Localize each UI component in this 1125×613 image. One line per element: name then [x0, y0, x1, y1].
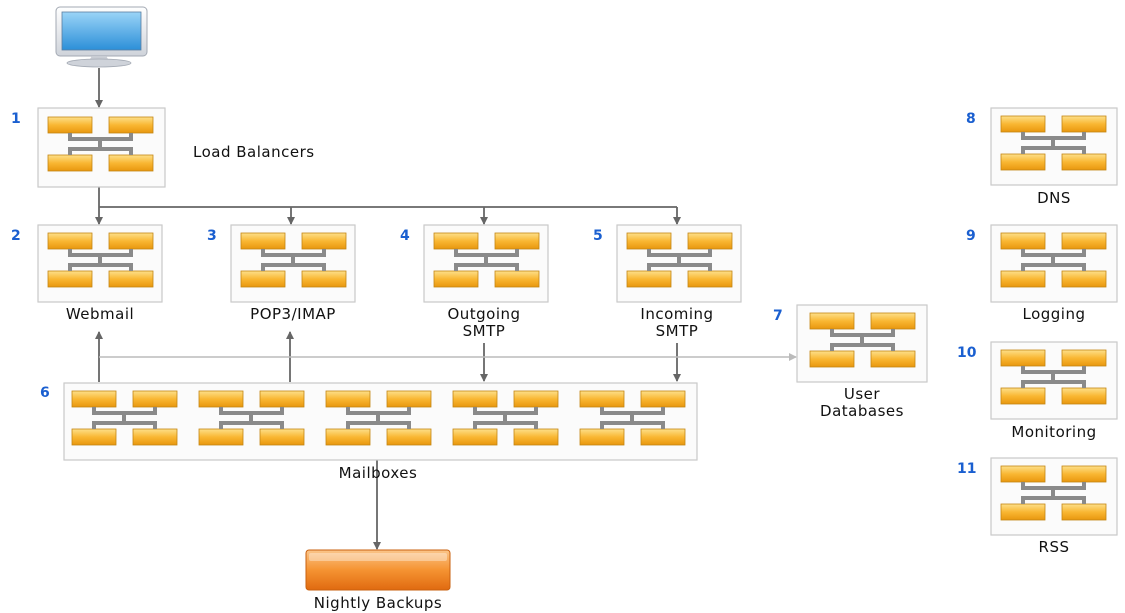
- switch-icon: [325, 390, 432, 446]
- label-load-balancers: Load Balancers: [193, 143, 315, 161]
- label-pop3-imap: POP3/IMAP: [250, 305, 336, 323]
- switch-icon: [1000, 349, 1107, 405]
- switch-icon: [626, 232, 733, 288]
- switch-icon: [1000, 465, 1107, 521]
- label-incoming-smtp-line2: SMTP: [655, 322, 699, 340]
- step-number-11: 11: [957, 461, 977, 477]
- step-number-8: 8: [966, 111, 976, 127]
- nightly-backups-drive-icon: [305, 549, 451, 591]
- label-nightly-backups: Nightly Backups: [313, 594, 443, 612]
- switch-icon: [579, 390, 686, 446]
- switch-icon: [198, 390, 305, 446]
- label-monitoring: Monitoring: [1011, 423, 1097, 441]
- switch-icon: [240, 232, 347, 288]
- step-number-3: 3: [207, 228, 217, 244]
- step-number-2: 2: [11, 228, 21, 244]
- label-dns: DNS: [1037, 189, 1071, 207]
- label-outgoing-smtp-line2: SMTP: [462, 322, 506, 340]
- label-outgoing-smtp-line1: Outgoing: [447, 305, 521, 323]
- step-number-6: 6: [40, 385, 50, 401]
- label-mailboxes: Mailboxes: [338, 464, 418, 482]
- switch-icon: [47, 116, 154, 172]
- label-rss: RSS: [1038, 538, 1070, 556]
- label-user-databases-line2: Databases: [820, 402, 904, 420]
- connectors: [95, 68, 797, 550]
- step-number-9: 9: [966, 228, 976, 244]
- client-monitor-icon: [55, 6, 148, 68]
- switch-icon: [71, 390, 178, 446]
- step-number-7: 7: [773, 308, 783, 324]
- label-user-databases-line1: User: [843, 385, 881, 403]
- step-number-1: 1: [11, 111, 21, 127]
- switch-icon: [809, 312, 916, 368]
- switch-icon: [433, 232, 540, 288]
- step-number-4: 4: [400, 228, 410, 244]
- switch-icon: [1000, 232, 1107, 288]
- switch-icon: [1000, 115, 1107, 171]
- label-logging: Logging: [1022, 305, 1086, 323]
- label-webmail: Webmail: [65, 305, 135, 323]
- switch-icon: [47, 232, 154, 288]
- switch-icon: [452, 390, 559, 446]
- step-number-10: 10: [957, 345, 977, 361]
- label-incoming-smtp-line1: Incoming: [640, 305, 714, 323]
- step-number-5: 5: [593, 228, 603, 244]
